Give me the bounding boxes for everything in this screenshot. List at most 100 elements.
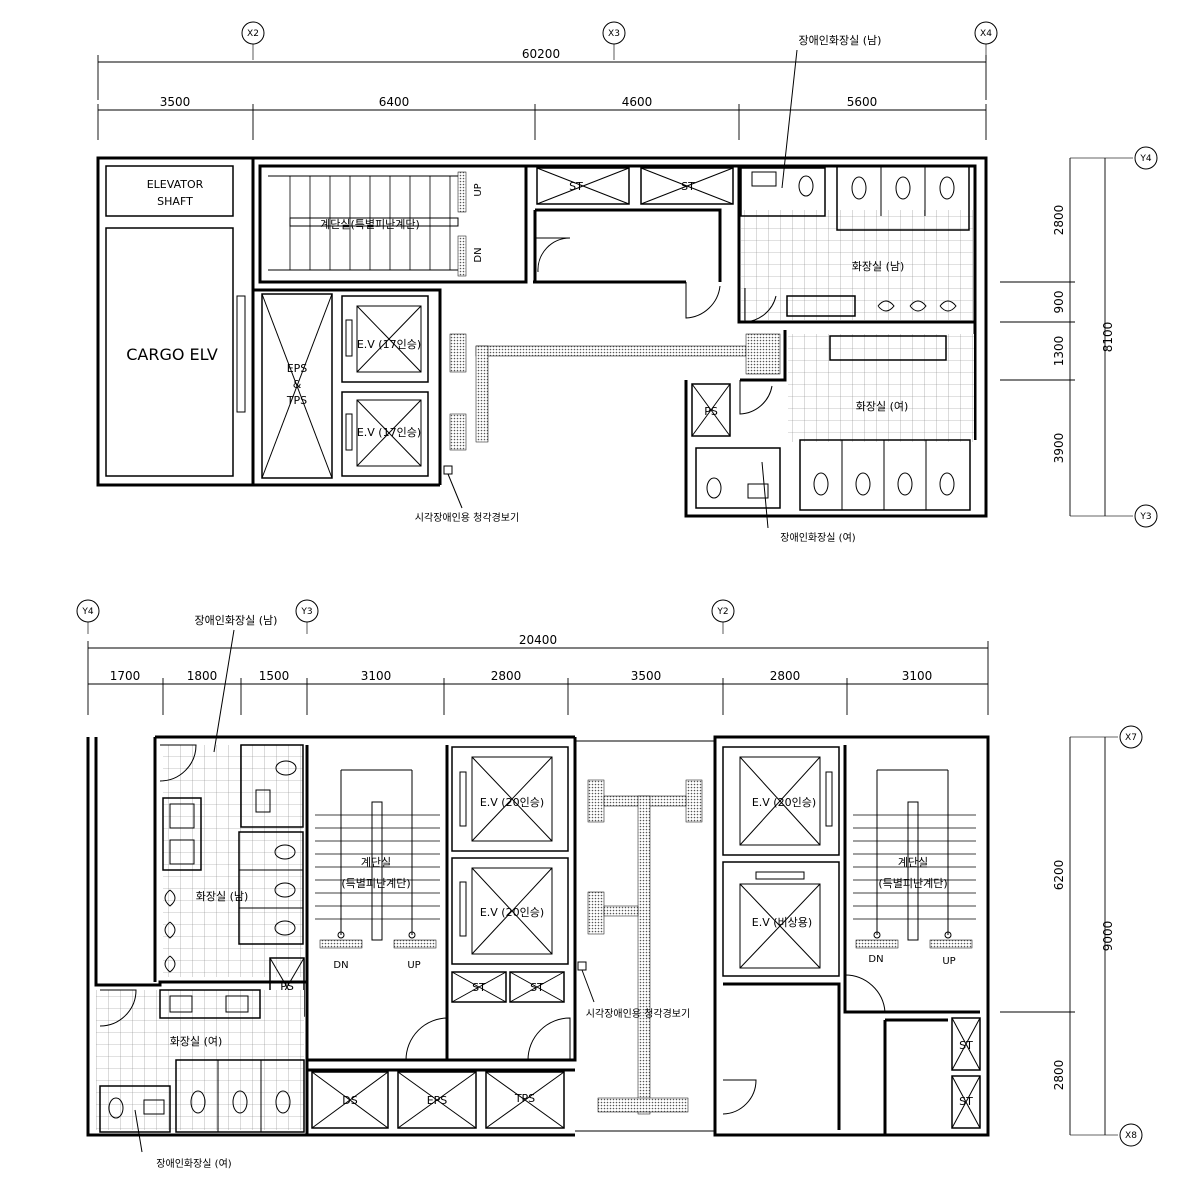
- elevator-17-1: [341, 295, 429, 383]
- st-shaft-bottom-3: [951, 1017, 981, 1071]
- stair-1-up: UP: [407, 960, 420, 971]
- women-restroom-label-bottom: 화장실 (여): [170, 1035, 223, 1048]
- elevator-emergency-label: E.V (비상용): [752, 916, 812, 929]
- dim-6400: 6400: [379, 95, 410, 109]
- st-label-1: ST: [569, 180, 583, 193]
- door-swing: [739, 380, 773, 415]
- grid-bubble-y2: Y2: [716, 607, 728, 617]
- dim-1500: 1500: [259, 669, 290, 683]
- dim-2800c: 2800: [1052, 1060, 1066, 1091]
- stair-1-dn: DN: [333, 960, 348, 971]
- callout-alarm-bottom: 시각장애인용 청각경보기: [586, 1007, 690, 1020]
- callout-accessible-women-bottom: 장애인화장실 (여): [156, 1158, 231, 1170]
- cargo-elevator-label: CARGO ELV: [126, 345, 218, 364]
- elevator-20-3: [722, 746, 840, 856]
- callout-alarm: 시각장애인용 청각경보기: [415, 511, 519, 524]
- st-shaft-2: [640, 167, 734, 205]
- women-restroom-label: 화장실 (여): [856, 400, 909, 413]
- st-label-bottom-3: ST: [959, 1039, 973, 1052]
- stair-2-label-a: 계단실: [898, 856, 928, 869]
- ps-label-bottom: PS: [280, 980, 294, 993]
- men-restroom-floor: [741, 210, 973, 320]
- dim-3100: 3100: [361, 669, 392, 683]
- door-swing: [527, 1017, 571, 1061]
- elevator-20-label-2: E.V (20인승): [480, 906, 544, 919]
- elevator-17-label-2: E.V (17인승): [357, 426, 421, 439]
- top-grid-lines: X2 X3 X4 Y4 Y3: [241, 21, 1158, 528]
- dim-5600: 5600: [847, 95, 878, 109]
- stair-1-label-b: (특별피난계단): [341, 877, 410, 890]
- stair-label: 계단실(특별피난계단): [320, 218, 420, 231]
- tactile-paving-bottom: [587, 779, 703, 1115]
- top-dimensions: 60200 3500 6400 4600 5600 8100 2800 900 …: [97, 47, 1115, 516]
- tactile-paving-top: [449, 333, 781, 451]
- grid-bubble-y4: Y4: [81, 607, 93, 617]
- door-swing: [405, 1017, 449, 1061]
- dim-2800: 2800: [1052, 205, 1066, 236]
- st-label-bottom-4: ST: [959, 1095, 973, 1108]
- door-swing: [685, 282, 721, 319]
- bottom-stair-2: [853, 769, 976, 949]
- grid-bubble-x2: X2: [247, 29, 259, 39]
- ds-label: DS: [342, 1094, 357, 1107]
- dim-3100b: 3100: [902, 669, 933, 683]
- tps-label-bottom: TPS: [514, 1092, 535, 1105]
- callout-accessible-men: 장애인화장실 (남): [799, 34, 882, 47]
- accessible-wc-women: [695, 447, 781, 509]
- st-label-bottom-1: ST: [472, 981, 486, 994]
- dim-1300: 1300: [1052, 336, 1066, 367]
- dim-total-20400: 20400: [519, 633, 557, 647]
- ps-label: PS: [704, 405, 718, 418]
- men-restroom-floor: [163, 745, 303, 977]
- elevator-shaft: [105, 165, 234, 217]
- st-shaft-bottom-1: [451, 971, 507, 1003]
- ds-shaft: [311, 1071, 389, 1129]
- stair-up-label: UP: [473, 183, 484, 196]
- accessible-wc-women: [99, 1085, 171, 1133]
- dim-900: 900: [1052, 291, 1066, 314]
- door-swing: [744, 288, 777, 323]
- st-shaft-bottom-4: [951, 1075, 981, 1129]
- callout-accessible-men-bottom: 장애인화장실 (남): [195, 614, 278, 627]
- bottom-dimensions: 20400 1700 1800 1500 3100 2800 3500 2800…: [87, 633, 1115, 1135]
- tps-label: TPS: [286, 394, 307, 407]
- elevator-20-1: [451, 746, 569, 852]
- eps-label-bottom: EPS: [427, 1094, 448, 1107]
- elevator-shaft-label-2: SHAFT: [157, 195, 193, 208]
- men-restroom-label: 화장실 (남): [852, 260, 905, 273]
- dim-6200: 6200: [1052, 860, 1066, 891]
- top-walls: [96, 156, 988, 518]
- door-swing: [722, 1079, 757, 1115]
- grid-bubble-x8: X8: [1125, 1131, 1137, 1141]
- dim-2800: 2800: [491, 669, 522, 683]
- grid-bubble-x4: X4: [980, 29, 992, 39]
- elevator-20-2: [451, 857, 569, 965]
- elevator-emergency: [722, 861, 840, 977]
- accessible-wc-men: [740, 167, 826, 217]
- eps-tps-shaft: [261, 293, 333, 479]
- top-stair: [268, 171, 467, 277]
- cargo-elevator: [105, 227, 234, 477]
- bottom-grid-lines: Y4 Y3 Y2 X7 X8: [76, 599, 1143, 1147]
- elevator-17-label-1: E.V (17인승): [357, 338, 421, 351]
- dim-1800: 1800: [187, 669, 218, 683]
- elevator-20-label-3: E.V (20인승): [752, 796, 816, 809]
- door-swing: [159, 744, 197, 782]
- dim-1700: 1700: [110, 669, 141, 683]
- bottom-walls: [86, 735, 990, 1137]
- stair-2-label-b: (특별피난계단): [878, 877, 947, 890]
- dim-3500: 3500: [160, 95, 191, 109]
- dim-9000: 9000: [1101, 921, 1115, 952]
- grid-bubble-y4: Y4: [1139, 154, 1151, 164]
- grid-bubble-x3: X3: [608, 29, 620, 39]
- grid-bubble-y3: Y3: [1139, 512, 1151, 522]
- elevator-20-label-1: E.V (20인승): [480, 796, 544, 809]
- door-swing: [99, 989, 137, 1027]
- dim-2800b: 2800: [770, 669, 801, 683]
- accessible-wc-men: [240, 744, 304, 828]
- bottom-stair-1: [315, 769, 440, 949]
- top-plan: X2 X3 X4 Y4 Y3 60200 3500 6400 4600 5: [96, 21, 1158, 544]
- men-restroom-label-bottom: 화장실 (남): [196, 890, 249, 903]
- stair-2-up: UP: [942, 956, 955, 967]
